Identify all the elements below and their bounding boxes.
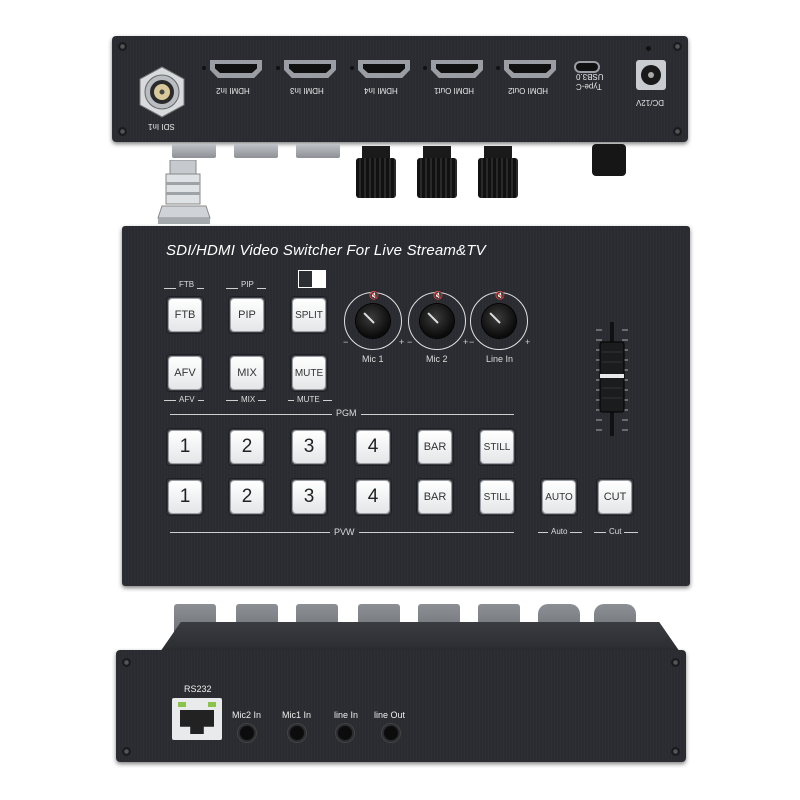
mute-button[interactable]: MUTE bbox=[290, 354, 328, 392]
afv-button[interactable]: AFV bbox=[166, 354, 204, 392]
pgm-bar-button[interactable]: BAR bbox=[416, 428, 454, 466]
rs232-port[interactable] bbox=[172, 698, 222, 740]
usb-version-label: USB3.0 bbox=[576, 72, 604, 81]
knob-shaft bbox=[423, 146, 451, 160]
mic2-knob[interactable]: 🔇 − + bbox=[407, 291, 468, 350]
pvw-bar-button[interactable]: BAR bbox=[416, 478, 454, 516]
hdmi-out1-label: HDMI Out1 bbox=[434, 86, 475, 95]
device-title: SDI/HDMI Video Switcher For Live Stream&… bbox=[166, 242, 486, 259]
sdi-bnc-connector bbox=[156, 159, 212, 226]
afv-group-label: AFV bbox=[176, 395, 198, 404]
screw bbox=[118, 127, 127, 136]
mic1-knob[interactable]: 🔇 − + bbox=[343, 291, 404, 350]
ftb-button[interactable]: FTB bbox=[166, 296, 204, 334]
hdmi-in4-label: HDMI In4 bbox=[364, 86, 398, 95]
knob-side bbox=[417, 158, 457, 198]
mute-group-label: MUTE bbox=[294, 395, 323, 404]
line-in-knob[interactable]: 🔇 − + bbox=[469, 291, 530, 350]
dc-power-port[interactable] bbox=[636, 60, 666, 90]
screw bbox=[673, 127, 682, 136]
screw bbox=[122, 658, 131, 667]
hdmi-in2-port[interactable] bbox=[202, 60, 262, 82]
mic2-in-jack[interactable] bbox=[240, 726, 254, 740]
split-screen-icon bbox=[298, 270, 326, 288]
mic2-in-label: Mic2 In bbox=[232, 710, 262, 720]
pvw-1-button[interactable]: 1 bbox=[166, 478, 204, 516]
line-out-label: line Out bbox=[374, 710, 406, 720]
ftb-group-label: FTB bbox=[176, 280, 198, 289]
hdmi-out1-port[interactable] bbox=[423, 60, 483, 82]
screw bbox=[671, 658, 680, 667]
knob-side bbox=[356, 158, 396, 198]
line-out-jack[interactable] bbox=[384, 726, 398, 740]
pip-button[interactable]: PIP bbox=[228, 296, 266, 334]
indicator-hole bbox=[646, 46, 651, 51]
pvw-4-button[interactable]: 4 bbox=[354, 478, 392, 516]
sdi-connector-body bbox=[172, 144, 216, 158]
sdi-in1-label: SDI In1 bbox=[148, 122, 175, 131]
screw bbox=[673, 42, 682, 51]
front-io-panel: RS232 Mic2 In Mic1 In line In line Out bbox=[116, 650, 686, 762]
usb-type-label: Type-C bbox=[576, 82, 602, 91]
hdmi-in3-label: HDMI In3 bbox=[290, 86, 324, 95]
control-panel: SDI/HDMI Video Switcher For Live Stream&… bbox=[122, 226, 690, 586]
hdmi-in3-port[interactable] bbox=[276, 60, 336, 82]
knob-side bbox=[478, 158, 518, 198]
line-in-jack[interactable] bbox=[338, 726, 352, 740]
cut-button[interactable]: CUT bbox=[596, 478, 634, 516]
split-button[interactable]: SPLIT bbox=[290, 296, 328, 334]
fader-handle-side bbox=[592, 144, 626, 176]
pvw-label: PVW bbox=[330, 527, 359, 537]
pgm-label: PGM bbox=[332, 408, 361, 418]
pip-group-label: PIP bbox=[238, 280, 257, 289]
line-in-knob-label: Line In bbox=[486, 354, 514, 364]
sdi-in1-port[interactable] bbox=[136, 66, 188, 118]
auto-label: Auto bbox=[548, 527, 571, 536]
screw bbox=[671, 747, 680, 756]
pgm-1-button[interactable]: 1 bbox=[166, 428, 204, 466]
speaker-mute-icon: 🔇 bbox=[433, 291, 443, 300]
t-bar-fader[interactable] bbox=[592, 322, 632, 436]
hdmi-out2-port[interactable] bbox=[496, 60, 556, 82]
hdmi-out2-label: HDMI Out2 bbox=[508, 86, 549, 95]
pvw-2-button[interactable]: 2 bbox=[228, 478, 266, 516]
hdmi-in2-label: HDMI In2 bbox=[216, 86, 250, 95]
knob-shaft bbox=[362, 146, 390, 160]
mix-button[interactable]: MIX bbox=[228, 354, 266, 392]
screw bbox=[122, 747, 131, 756]
dc-power-label: DC/12V bbox=[636, 98, 665, 107]
usb-type-c-port[interactable] bbox=[576, 63, 598, 71]
line-in-label: line In bbox=[334, 710, 359, 720]
auto-button[interactable]: AUTO bbox=[540, 478, 578, 516]
hdmi-connector-body bbox=[296, 144, 340, 158]
knob-shaft bbox=[484, 146, 512, 160]
mic1-knob-label: Mic 1 bbox=[362, 354, 384, 364]
pvw-3-button[interactable]: 3 bbox=[290, 478, 328, 516]
pgm-3-button[interactable]: 3 bbox=[290, 428, 328, 466]
pgm-2-button[interactable]: 2 bbox=[228, 428, 266, 466]
rear-panel: SDI In1 HDMI In2 HDMI In3 HDMI In4 HDMI … bbox=[112, 36, 688, 142]
rs232-label: RS232 bbox=[184, 684, 212, 694]
pgm-4-button[interactable]: 4 bbox=[354, 428, 392, 466]
front-top-bevel bbox=[160, 622, 680, 652]
mic1-in-jack[interactable] bbox=[290, 726, 304, 740]
hdmi-connector-body bbox=[234, 144, 278, 158]
hdmi-in4-port[interactable] bbox=[350, 60, 410, 82]
pgm-still-button[interactable]: STILL bbox=[478, 428, 516, 466]
speaker-mute-icon: 🔇 bbox=[495, 291, 505, 300]
mix-group-label: MIX bbox=[238, 395, 259, 404]
cut-label: Cut bbox=[606, 527, 625, 536]
mic2-knob-label: Mic 2 bbox=[426, 354, 448, 364]
speaker-mute-icon: 🔇 bbox=[369, 291, 379, 300]
screw bbox=[118, 42, 127, 51]
pvw-still-button[interactable]: STILL bbox=[478, 478, 516, 516]
mic1-in-label: Mic1 In bbox=[282, 710, 312, 720]
